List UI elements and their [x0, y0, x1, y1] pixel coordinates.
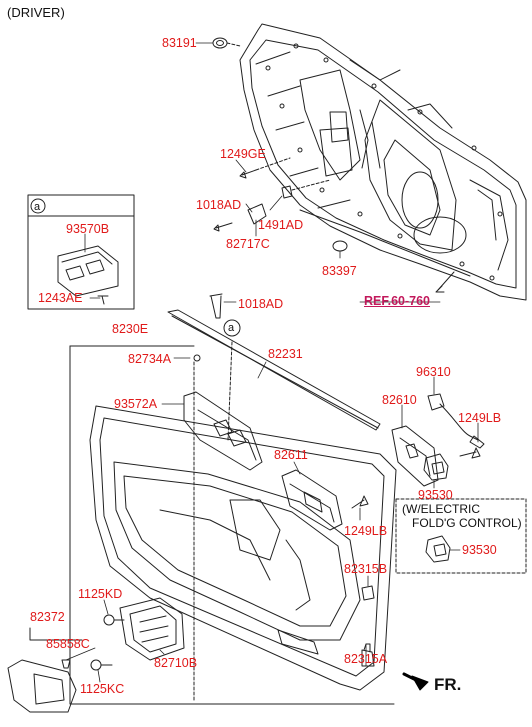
- part-label-85858C: 85858C: [46, 637, 90, 651]
- garnish-82372: [7, 627, 83, 713]
- part-label-8230E: 8230E: [112, 322, 149, 336]
- electric-fold-note-line2: FOLD'G CONTROL): [412, 516, 522, 530]
- inset-a-marker: a: [34, 201, 41, 213]
- part-label-83191: 83191: [162, 36, 197, 50]
- screw-1125KD: [103, 614, 125, 626]
- door-trim-panel: [89, 405, 397, 691]
- leader-lines: [65, 42, 479, 683]
- part-label-82231: 82231: [268, 347, 303, 361]
- screw-1249GE: [239, 157, 291, 179]
- electric-fold-box: [395, 498, 527, 574]
- part-label-82610: 82610: [382, 393, 417, 407]
- handle-cover-82611: [281, 469, 343, 531]
- part-label-1249LB-b: 1249LB: [344, 524, 388, 538]
- part-label-82734A: 82734A: [128, 352, 172, 366]
- callout-a-circle: [223, 319, 241, 337]
- clip-85858C: [61, 659, 71, 669]
- inset-box-a: [27, 194, 135, 310]
- part-label-83397: 83397: [322, 264, 357, 278]
- part-label-1018AD-mid: 1018AD: [238, 297, 284, 311]
- power-window-switch-93572A: [183, 391, 263, 471]
- part-label-96310: 96310: [416, 365, 451, 379]
- part-label-1125KC: 1125KC: [80, 682, 125, 696]
- trim-assembly-frame: [69, 341, 395, 705]
- plug-83397: [332, 240, 348, 252]
- screw-1249LB-b: [351, 495, 369, 509]
- part-label-82315B: 82315B: [344, 562, 388, 576]
- pull-handle-82710B: [119, 597, 185, 661]
- clip-82315A: [361, 643, 375, 667]
- screw-1249LB-a: [459, 447, 481, 459]
- electric-fold-note-line1: (W/ELECTRIC: [402, 502, 480, 516]
- inside-handle-82610: [391, 425, 439, 487]
- grommet-83191: [212, 37, 241, 49]
- part-label-1249LB-a: 1249LB: [458, 411, 502, 425]
- forward-direction-label: FR.: [434, 675, 462, 694]
- part-label-1249GE: 1249GE: [220, 147, 266, 161]
- part-label-82710B: 82710B: [154, 656, 198, 670]
- part-label-93530-b: 93530: [462, 543, 497, 557]
- callout-a-marker: a: [228, 322, 235, 334]
- part-label-1125KD: 1125KD: [78, 587, 123, 601]
- part-label-82611: 82611: [274, 448, 308, 462]
- part-label-82717C: 82717C: [226, 237, 270, 251]
- bracket-82717C: [213, 179, 331, 232]
- harness-96310: [427, 393, 485, 449]
- weatherstrip-82231: [167, 309, 381, 431]
- part-label-82315A: 82315A: [344, 652, 388, 666]
- part-label-82372: 82372: [30, 610, 65, 624]
- part-label-93570B: 93570B: [66, 222, 110, 236]
- screw-1018AD-mid: [209, 293, 223, 319]
- variant-label: (DRIVER): [7, 5, 65, 20]
- part-label-1243AE: 1243AE: [38, 291, 83, 305]
- mirror-switch-93530: [423, 453, 449, 481]
- part-label-1018AD-top: 1018AD: [196, 198, 242, 212]
- clip-82315B: [361, 585, 375, 601]
- part-label-93572A: 93572A: [114, 397, 158, 411]
- reference-link[interactable]: REF.60-760: [364, 294, 431, 308]
- door-inner-panel: [239, 23, 527, 301]
- screw-1125KC: [90, 659, 113, 671]
- part-label-1491AD: 1491AD: [258, 218, 304, 232]
- part-label-93530-a: 93530: [418, 488, 453, 502]
